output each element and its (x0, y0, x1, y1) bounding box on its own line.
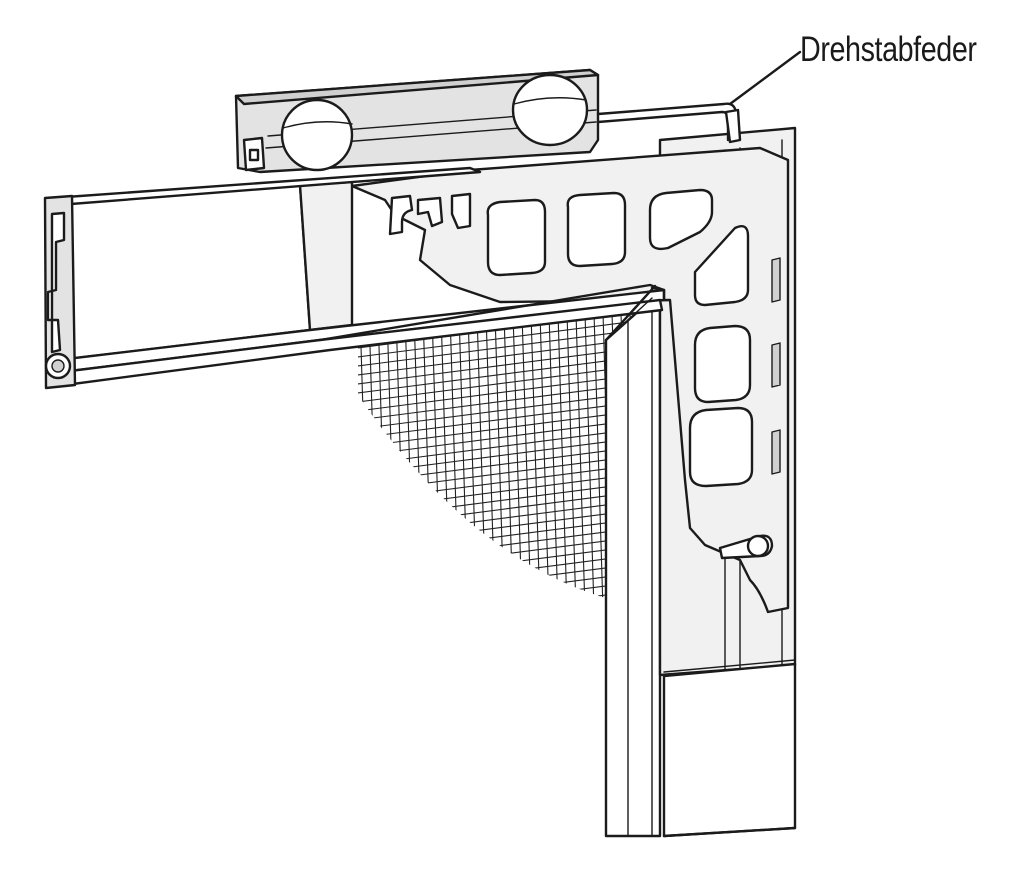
callout-leader-line (728, 50, 802, 106)
callout-label-torsion-spring: Drehstabfeder (800, 30, 977, 69)
mesh-thread-vertical (529, 300, 541, 600)
roller-box (234, 68, 600, 174)
mesh-thread-horizontal (358, 317, 650, 359)
torsion-spring (596, 102, 742, 144)
corner-bracket (350, 146, 790, 614)
frame-corner-mitre (318, 283, 666, 342)
mesh-thread-vertical (547, 300, 559, 600)
mesh-thread-vertical (538, 300, 550, 600)
rail-end-cap (662, 659, 797, 838)
vertical-frame-profile (604, 290, 662, 838)
horizontal-frame-profile (43, 166, 666, 390)
mesh-thread-vertical (583, 300, 595, 600)
mesh-thread-horizontal (358, 326, 650, 368)
mesh-thread-vertical (556, 300, 568, 600)
mesh-thread-vertical (565, 300, 577, 600)
mesh-thread-vertical (520, 300, 532, 600)
